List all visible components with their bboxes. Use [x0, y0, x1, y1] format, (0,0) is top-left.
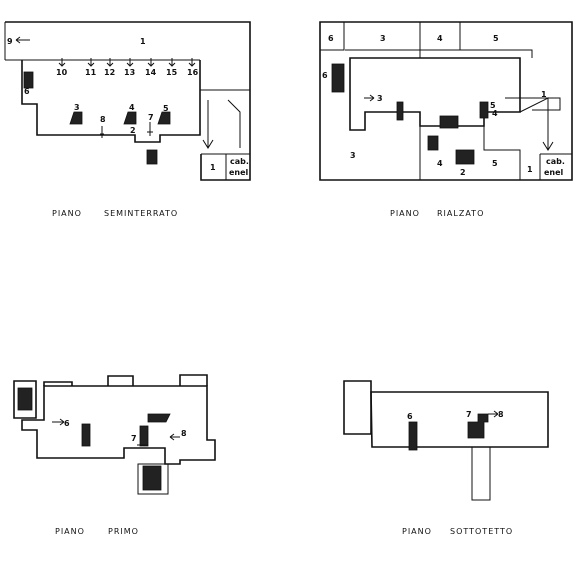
stair-rialzato-2 [455, 149, 475, 165]
room-label: 15 [166, 68, 178, 77]
room-label: 4 [129, 103, 135, 112]
stair-primo-top [147, 413, 171, 423]
room-label: 2 [130, 126, 136, 135]
plan-rialzato: 6 3 4 5 6 3 5 4 1 3 4 2 5 1 cab. enel PI… [319, 21, 573, 218]
plan-caption-name: SOTTOTETTO [450, 527, 513, 536]
stair-seminterrato-6 [23, 71, 34, 89]
plan-caption-word: PIANO [402, 527, 432, 536]
room-label: 1 [527, 165, 533, 174]
room-label: 7 [466, 410, 472, 419]
room-label: 4 [437, 34, 443, 43]
room-label: 7 [131, 434, 137, 443]
stair-rialzato-lift [439, 115, 459, 129]
room-label: 6 [407, 412, 413, 421]
room-label: 12 [104, 68, 115, 77]
room-label: 6 [322, 71, 328, 80]
room-label: 16 [187, 68, 199, 77]
room-label: 14 [145, 68, 157, 77]
room-label: 10 [56, 68, 68, 77]
room-label: 5 [493, 34, 499, 43]
room-label: cab. [546, 157, 565, 166]
room-label: 6 [328, 34, 334, 43]
room-label: 6 [24, 87, 30, 96]
plan-primo: 6 7 8 PIANO PRIMO [13, 374, 216, 536]
room-label: enel [544, 168, 564, 177]
stair-rialzato-5 [479, 101, 489, 119]
room-label: 1 [541, 90, 547, 99]
plan-caption-word: PIANO [52, 209, 82, 218]
plan-caption-name: SEMINTERRATO [104, 209, 178, 218]
stair-sottotetto-6 [408, 421, 418, 451]
stair-rialzato-6 [331, 63, 345, 93]
stair-seminterrato-exit [146, 149, 158, 165]
stair-primo-exit [142, 465, 162, 491]
room-label: 5 [490, 101, 496, 110]
plan-seminterrato: 9 1 10 11 12 13 14 15 16 6 3 8 4 7 5 2 1… [4, 21, 251, 218]
room-label: 4 [492, 109, 498, 118]
stair-seminterrato-5 [157, 111, 171, 125]
plan-sottotetto: 6 7 8 PIANO SOTTOTETTO [343, 380, 549, 536]
stair-primo-center [81, 423, 91, 447]
room-label: 4 [437, 159, 443, 168]
room-label: 3 [380, 34, 386, 43]
room-label: 3 [377, 94, 383, 103]
stair-seminterrato-4 [123, 111, 137, 125]
room-label: 5 [163, 104, 169, 113]
stair-rialzato-4 [427, 135, 439, 151]
stair-rialzato-3 [396, 101, 404, 121]
room-label: 6 [64, 419, 70, 428]
room-label: 3 [74, 103, 80, 112]
plan-caption-name: PRIMO [108, 527, 139, 536]
room-label: 8 [100, 115, 106, 124]
room-label: 7 [148, 113, 154, 122]
room-label: 5 [492, 159, 498, 168]
room-label: 2 [460, 168, 466, 177]
room-label: 13 [124, 68, 135, 77]
room-label: 1 [210, 163, 216, 172]
room-label: 11 [85, 68, 97, 77]
stair-primo-7 [139, 425, 149, 447]
room-label: 9 [7, 37, 13, 46]
room-label: 3 [350, 151, 356, 160]
room-label: cab. [230, 157, 249, 166]
room-label: enel [229, 168, 249, 177]
plan-caption-word: PIANO [390, 209, 420, 218]
room-label: 1 [140, 37, 146, 46]
stair-sottotetto-7 [467, 413, 489, 439]
plan-caption-word: PIANO [55, 527, 85, 536]
room-label: 8 [181, 429, 187, 438]
stair-seminterrato-3 [69, 111, 83, 125]
stair-primo-left [17, 387, 33, 411]
room-label: 8 [498, 410, 504, 419]
plan-caption-name: RIALZATO [437, 209, 484, 218]
